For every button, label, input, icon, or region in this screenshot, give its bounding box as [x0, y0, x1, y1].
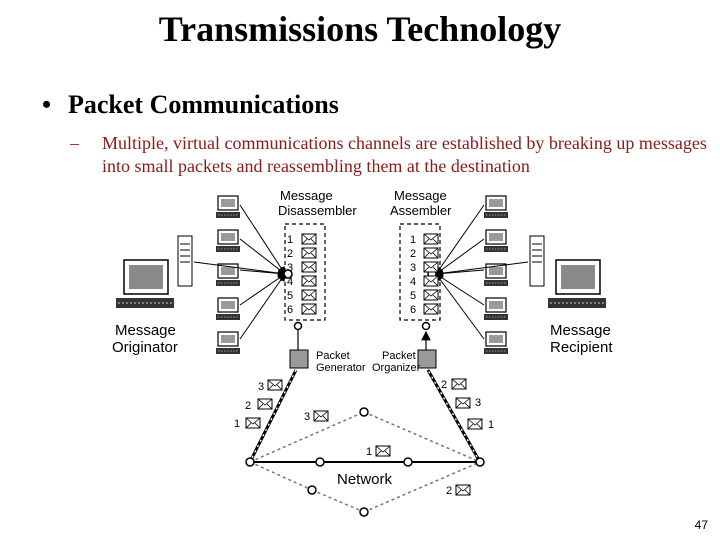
- recipient-computer-icon: [529, 235, 606, 308]
- recipient-label-2: Recipient: [550, 339, 613, 356]
- packet-organizer-box: [417, 349, 437, 369]
- slide-title: Transmissions Technology: [158, 9, 562, 49]
- network-nodes: [245, 407, 485, 517]
- svg-text:2: 2: [245, 400, 251, 412]
- svg-text:2: 2: [287, 248, 293, 260]
- assembler-label-2: Assembler: [390, 203, 452, 218]
- traveling-packets: 3 2 1 3 1 2 3 1 2: [234, 378, 494, 497]
- disassembler-box: [284, 223, 326, 321]
- organizer-label-2: Organizer: [372, 362, 421, 374]
- assembler-label-1: Message: [394, 188, 447, 203]
- bullet-dot: •: [42, 90, 52, 119]
- disassembler-label-1: Message: [280, 188, 333, 203]
- svg-text:4: 4: [287, 276, 293, 288]
- svg-text:4: 4: [410, 276, 416, 288]
- sub-bullet: – Multiple, virtual communications chann…: [70, 132, 710, 178]
- svg-text:3: 3: [304, 411, 310, 423]
- svg-text:1: 1: [366, 446, 372, 458]
- svg-text:3: 3: [258, 381, 264, 393]
- generator-label-1: Packet: [316, 350, 350, 362]
- generator-label-2: Generator: [316, 362, 366, 374]
- network-links: [248, 369, 482, 513]
- svg-text:2: 2: [446, 485, 452, 497]
- left-terminals: [215, 195, 241, 355]
- svg-text:3: 3: [475, 397, 481, 409]
- page-number: 47: [694, 518, 708, 532]
- svg-text:1: 1: [287, 234, 293, 246]
- network-label: Network: [337, 471, 393, 488]
- svg-text:2: 2: [410, 248, 416, 260]
- right-converging-lines: [435, 204, 529, 340]
- bullet-packet-communications: • Packet Communications: [42, 90, 339, 120]
- svg-text:1: 1: [488, 419, 494, 431]
- svg-text:5: 5: [287, 290, 293, 302]
- sub-bullet-text: Multiple, virtual communications channel…: [102, 133, 707, 176]
- sub-bullet-dash: –: [70, 133, 79, 153]
- packet-generator-box: [289, 349, 309, 369]
- svg-text:5: 5: [410, 290, 416, 302]
- originator-label-1: Message: [115, 322, 176, 339]
- svg-text:1: 1: [410, 234, 416, 246]
- svg-text:3: 3: [410, 262, 416, 274]
- originator-label-2: Originator: [112, 339, 178, 356]
- svg-text:3: 3: [287, 262, 293, 274]
- svg-text:2: 2: [441, 379, 447, 391]
- svg-text:1: 1: [234, 418, 240, 430]
- left-converging-lines: [193, 204, 286, 340]
- recipient-label-1: Message: [550, 322, 611, 339]
- svg-text:6: 6: [410, 304, 416, 316]
- right-terminals: [483, 195, 509, 355]
- organizer-label-1: Packet: [382, 350, 416, 362]
- disassembler-label-2: Disassembler: [278, 203, 357, 218]
- left-packet-list: 1 2 3 4 5 6: [287, 233, 317, 316]
- originator-computer-icon: [116, 235, 193, 308]
- assembler-box: [399, 223, 441, 321]
- svg-text:6: 6: [287, 304, 293, 316]
- bullet-text: Packet Communications: [68, 90, 339, 119]
- right-packet-list: 1 2 3 4 5 6: [410, 233, 439, 316]
